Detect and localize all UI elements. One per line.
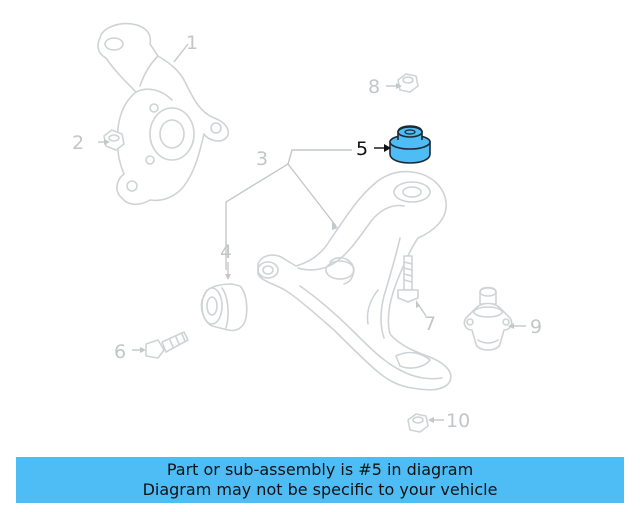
- callout-9: 9: [530, 316, 542, 338]
- callout-5: 5: [356, 138, 368, 160]
- callout-2: 2: [72, 132, 84, 154]
- callout-8: 8: [368, 76, 380, 98]
- callout-7: 7: [424, 313, 436, 335]
- ball-joint-part: [463, 286, 513, 351]
- callout-3: 3: [256, 148, 268, 170]
- banner-line-disclaimer: Diagram may not be specific to your vehi…: [142, 480, 498, 499]
- callout-4: 4: [220, 241, 232, 263]
- knuckle-nut-part: [103, 129, 125, 151]
- rear-bushing-part: [200, 283, 248, 332]
- highlighted-bushing-part: [389, 125, 431, 164]
- banner-line-part-number: Part or sub-assembly is #5 in diagram: [166, 460, 474, 479]
- parts-diagram: 1 2 3 4 5 6 7 8 9 10: [72, 22, 542, 433]
- leader-lines: [98, 43, 526, 423]
- ball-joint-nut-part: [407, 413, 429, 433]
- callout-1: 1: [186, 32, 198, 54]
- callout-10: 10: [446, 410, 470, 432]
- steering-knuckle-part: [97, 22, 230, 206]
- bushing-bolt-part: [145, 331, 189, 359]
- callout-6: 6: [114, 341, 126, 363]
- top-nut-part: [397, 73, 419, 93]
- arm-bolt-part: [397, 255, 419, 303]
- lower-control-arm-part: [257, 170, 452, 391]
- callout-labels: 1 2 3 4 5 6 7 8 9 10: [72, 32, 542, 432]
- info-banner: Part or sub-assembly is #5 in diagram Di…: [16, 457, 624, 503]
